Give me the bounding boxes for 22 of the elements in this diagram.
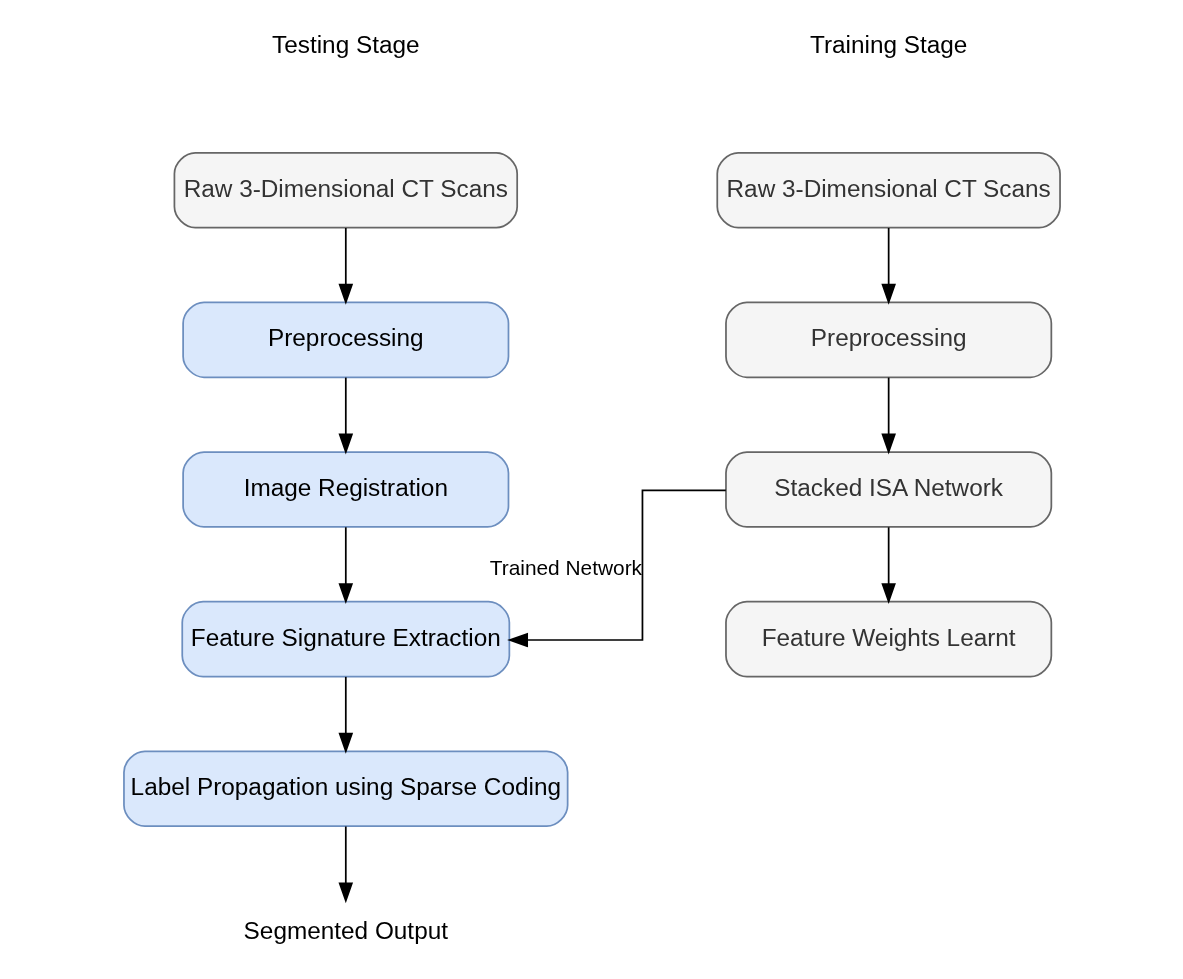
- label: Testing Stage: [271, 31, 420, 59]
- node-box: Preprocessing: [181, 301, 509, 379]
- arrow: [338, 676, 353, 754]
- node-box: Raw 3-Dimensional CT Scans: [173, 151, 518, 229]
- edge-label: Trained Network: [489, 556, 642, 580]
- node-box: Raw 3-Dimensional CT Scans: [715, 151, 1061, 229]
- arrow: [338, 825, 353, 904]
- node-text: Segmented Output: [243, 916, 448, 944]
- node-box: Label Propagation using Sparse Coding: [122, 750, 568, 828]
- arrow: [338, 376, 353, 455]
- arrow: [506, 489, 727, 648]
- node-box: Feature Signature Extraction: [180, 600, 510, 678]
- arrow: [880, 376, 896, 455]
- node-box: Feature Weights Learnt: [724, 600, 1052, 678]
- arrow: [338, 526, 353, 605]
- node-box: Preprocessing: [724, 301, 1052, 379]
- arrow: [880, 526, 896, 605]
- label: Training Stage: [809, 31, 967, 59]
- node-box: Stacked ISA Network: [724, 451, 1052, 528]
- node-box: Image Registration: [181, 451, 509, 528]
- arrow: [338, 227, 353, 305]
- arrow: [880, 227, 896, 305]
